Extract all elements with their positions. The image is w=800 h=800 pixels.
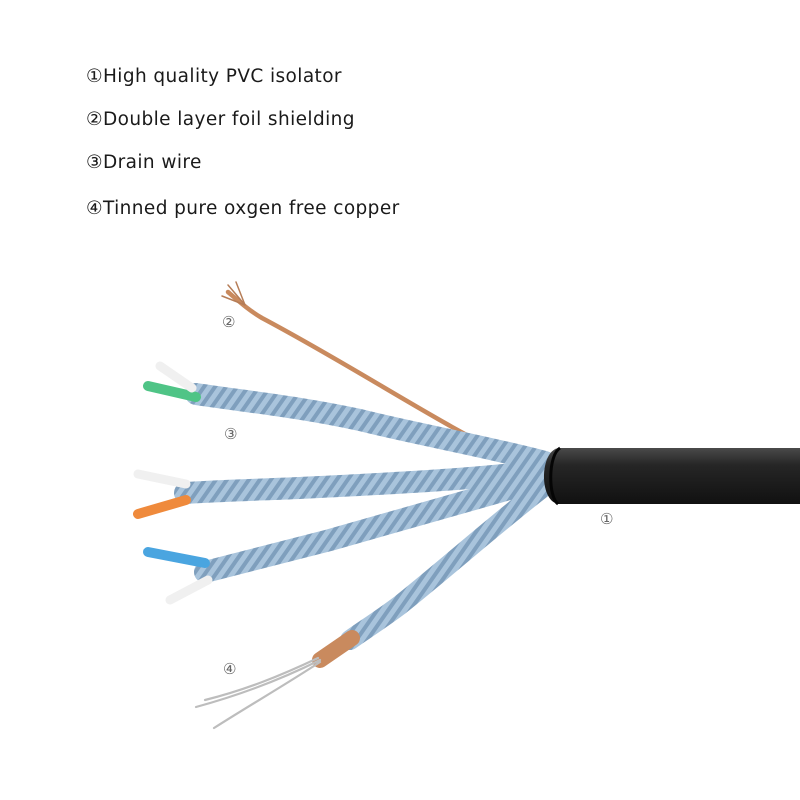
jacket-edge <box>549 446 562 506</box>
pair-shield-blue <box>194 467 559 583</box>
pair-shield-green <box>185 383 556 473</box>
legend-marker: ① <box>86 66 103 87</box>
callout-copper: ④ <box>223 660 237 678</box>
cable-jacket <box>543 448 800 504</box>
legend-text: Tinned pure oxgen free copper <box>103 198 400 219</box>
tinned-copper-strands <box>194 656 322 730</box>
legend-text: Double layer foil shielding <box>103 109 355 130</box>
legend-item-tinned-copper: ④Tinned pure oxgen free copper <box>86 194 400 224</box>
legend-item-pvc-isolator: ①High quality PVC isolator <box>86 62 400 92</box>
drain-wire-strand <box>221 281 246 306</box>
white-conductor <box>133 469 191 489</box>
green-conductor <box>143 381 201 402</box>
white-conductor <box>155 361 197 393</box>
legend-marker: ④ <box>86 198 103 219</box>
legend-marker: ③ <box>86 152 103 173</box>
callout-jacket: ① <box>600 510 614 528</box>
legend-item-drain-wire: ③Drain wire <box>86 148 400 178</box>
legend-text: High quality PVC isolator <box>103 66 342 87</box>
legend-marker: ② <box>86 109 103 130</box>
copper-insulation-ring <box>312 630 360 668</box>
pair-shield-copper <box>340 472 560 650</box>
pair-shield-orange <box>174 459 559 504</box>
white-conductor <box>165 575 213 605</box>
callout-foil: ② <box>222 313 236 331</box>
callout-drain: ③ <box>224 425 238 443</box>
legend: ①High quality PVC isolator ②Double layer… <box>86 62 400 224</box>
legend-text: Drain wire <box>103 152 202 173</box>
blue-conductor <box>143 547 210 568</box>
legend-item-foil-shielding: ②Double layer foil shielding <box>86 105 400 135</box>
orange-conductor <box>133 495 191 519</box>
